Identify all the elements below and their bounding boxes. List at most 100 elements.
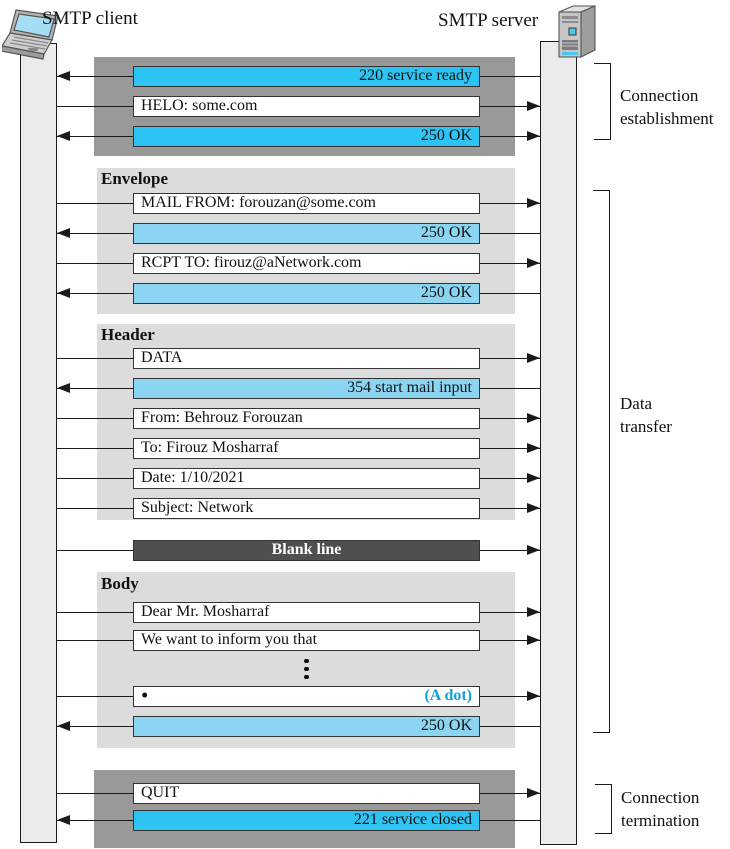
message-line xyxy=(57,611,133,614)
message-box: 250 OK xyxy=(133,126,480,147)
message-row-354-start-mail-input: 354 start mail input xyxy=(57,378,540,399)
arrowhead-right-icon xyxy=(527,503,540,513)
blank-line-box: Blank line xyxy=(133,540,480,561)
message-row-250-ok: 250 OK xyxy=(57,283,540,304)
message-row-rcpt-to: RCPT TO: firouz@aNetwork.com xyxy=(57,253,540,274)
bracket-label-line: Data xyxy=(620,394,653,413)
message-row-quit: QUIT xyxy=(57,783,540,804)
message-line xyxy=(480,695,540,698)
establishment-bracket xyxy=(594,63,611,140)
message-line xyxy=(480,447,540,450)
message-row-221-service-closed: 221 service closed xyxy=(57,810,540,831)
message-line xyxy=(57,232,133,235)
message-line xyxy=(57,695,133,698)
message-line xyxy=(57,135,133,138)
message-box: RCPT TO: firouz@aNetwork.com xyxy=(133,253,480,274)
message-line xyxy=(57,387,133,390)
message-box: 250 OK xyxy=(133,716,480,737)
arrowhead-left-icon xyxy=(57,383,70,393)
message-line xyxy=(480,639,540,642)
client-label: SMTP client xyxy=(42,8,138,29)
message-box: 250 OK xyxy=(133,283,480,304)
message-line xyxy=(480,725,540,728)
connection-termination-panel xyxy=(94,770,515,848)
message-row-helo: HELO: some.com xyxy=(57,96,540,117)
message-box: 250 OK xyxy=(133,223,480,244)
message-row-we-want: We want to inform you that xyxy=(57,630,540,651)
message-line xyxy=(480,292,540,295)
bracket-label-line: transfer xyxy=(620,417,672,436)
message-line xyxy=(57,792,133,795)
message-row-250-ok: 250 OK xyxy=(57,716,540,737)
message-box: From: Behrouz Forouzan xyxy=(133,408,480,429)
data-transfer-bracket-label: Data transfer xyxy=(620,392,672,438)
arrowhead-right-icon xyxy=(527,788,540,798)
message-row-subject: Subject: Network xyxy=(57,498,540,519)
message-line xyxy=(480,135,540,138)
arrowhead-left-icon xyxy=(57,71,70,81)
message-row-to: To: Firouz Mosharraf xyxy=(57,438,540,459)
establishment-bracket-label: Connection establishment xyxy=(620,84,713,130)
message-line xyxy=(57,819,133,822)
message-line xyxy=(480,611,540,614)
arrowhead-right-icon xyxy=(527,258,540,268)
message-box: Subject: Network xyxy=(133,498,480,519)
message-line xyxy=(480,417,540,420)
arrowhead-left-icon xyxy=(57,721,70,731)
message-line xyxy=(57,447,133,450)
arrowhead-left-icon xyxy=(57,131,70,141)
bracket-label-line: establishment xyxy=(620,109,714,128)
laptop-icon xyxy=(0,6,94,71)
vertical-ellipsis-icon xyxy=(133,655,480,683)
dot-message-box: • (A dot) xyxy=(133,686,480,707)
arrowhead-right-icon xyxy=(527,131,540,141)
message-row-terminating-dot: • (A dot) xyxy=(57,686,540,707)
body-heading: Body xyxy=(101,574,139,593)
data-transfer-bracket xyxy=(593,190,610,733)
dot-bullet: • xyxy=(141,686,149,707)
message-box: 220 service ready xyxy=(133,66,480,87)
bracket-label-line: Connection xyxy=(620,86,699,105)
arrowhead-right-icon xyxy=(527,101,540,111)
arrowhead-right-icon xyxy=(527,635,540,645)
termination-bracket-label: Connection termination xyxy=(621,786,699,832)
message-line xyxy=(480,792,540,795)
message-line xyxy=(57,105,133,108)
message-line xyxy=(480,202,540,205)
message-line xyxy=(480,387,540,390)
message-box: DATA xyxy=(133,348,480,369)
message-line xyxy=(57,477,133,480)
arrowhead-right-icon xyxy=(527,198,540,208)
header-heading: Header xyxy=(101,325,155,344)
message-row-250-ok: 250 OK xyxy=(57,126,540,147)
message-line xyxy=(480,819,540,822)
envelope-heading: Envelope xyxy=(101,169,169,188)
arrowhead-right-icon xyxy=(527,353,540,363)
message-line xyxy=(480,262,540,265)
message-box: We want to inform you that xyxy=(133,630,480,651)
message-line xyxy=(57,75,133,78)
arrowhead-left-icon xyxy=(57,288,70,298)
message-line xyxy=(57,639,133,642)
message-row-mail-from: MAIL FROM: forouzan@some.com xyxy=(57,193,540,214)
message-line xyxy=(57,549,133,552)
message-line xyxy=(57,507,133,510)
arrowhead-right-icon xyxy=(527,443,540,453)
bracket-label-line: Connection xyxy=(621,788,700,807)
message-box: HELO: some.com xyxy=(133,96,480,117)
message-box: 354 start mail input xyxy=(133,378,480,399)
message-line xyxy=(480,232,540,235)
arrowhead-left-icon xyxy=(57,815,70,825)
message-row-220-service-ready: 220 service ready xyxy=(57,66,540,87)
message-row-250-ok: 250 OK xyxy=(57,223,540,244)
client-timeline-bar xyxy=(20,43,57,843)
arrowhead-left-icon xyxy=(57,228,70,238)
a-dot-note: (A dot) xyxy=(424,687,472,704)
server-tower-icon xyxy=(551,0,605,67)
message-line xyxy=(480,357,540,360)
bracket-label-line: termination xyxy=(621,811,700,830)
termination-bracket xyxy=(595,784,612,834)
message-line xyxy=(480,105,540,108)
message-line xyxy=(57,357,133,360)
